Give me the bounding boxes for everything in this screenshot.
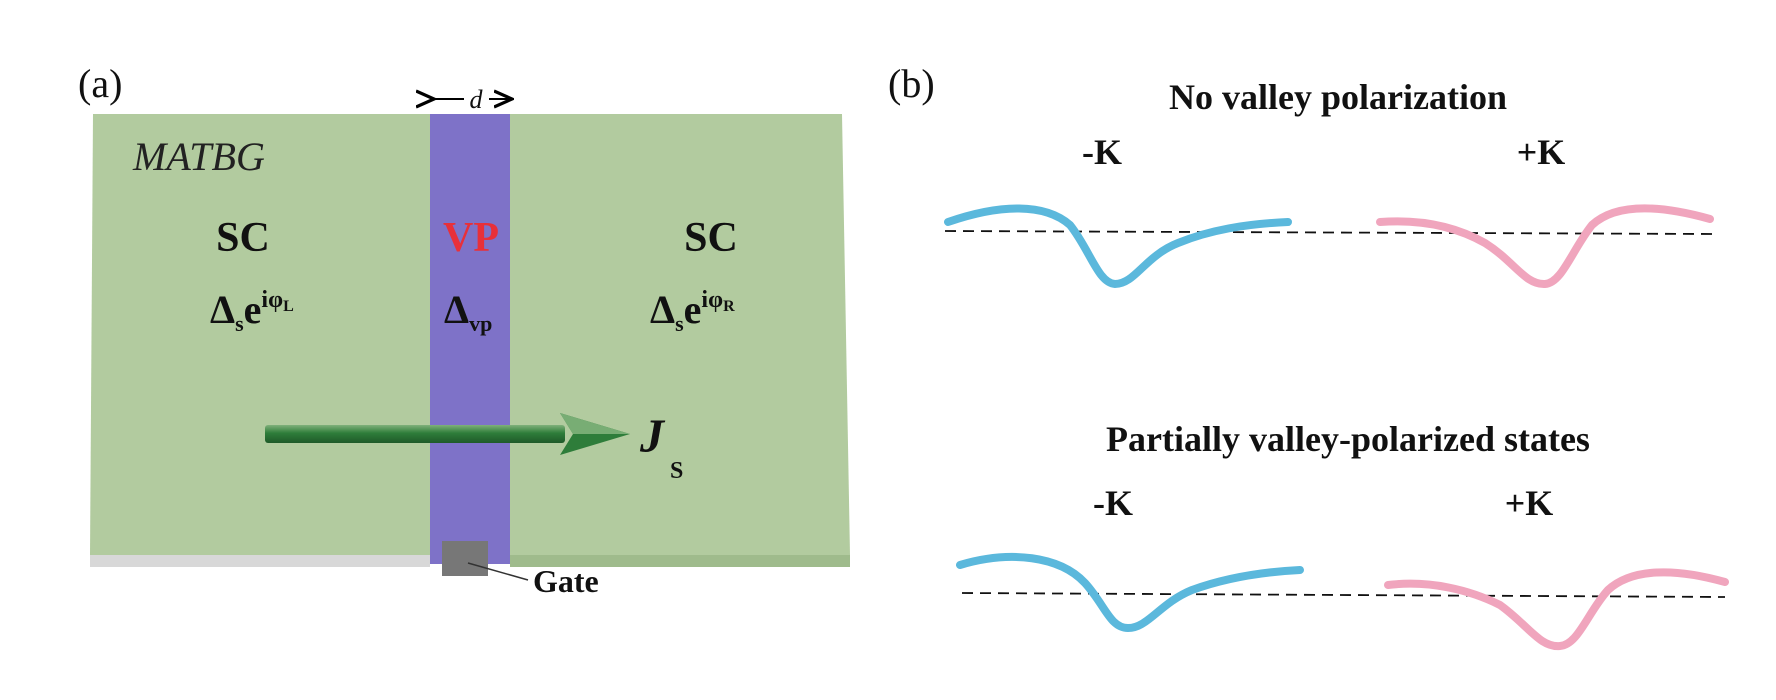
supercurrent-arrow	[265, 413, 630, 455]
bottom-reference-line	[961, 592, 1726, 598]
bottom-minus-k-band	[956, 553, 1304, 633]
panel-a-label: (a)	[78, 61, 122, 106]
right-sc-label: SC	[684, 215, 738, 261]
width-label: d	[470, 85, 484, 114]
vp-order-parameter: Δvp	[444, 287, 492, 336]
gate-leader	[467, 562, 529, 581]
current-symbol: J	[639, 410, 666, 463]
slab-edge-right	[510, 555, 850, 567]
bottom-plus-k-label: +K	[1505, 483, 1554, 523]
current-subscript: S	[670, 458, 683, 484]
top-plus-k-band	[1376, 204, 1714, 288]
left-order-parameter: ΔseiφL	[210, 287, 294, 336]
vp-barrier	[430, 114, 510, 564]
bottom-plus-k-band	[1384, 568, 1729, 651]
top-minus-k-label: -K	[1082, 132, 1122, 172]
slab-edge	[90, 555, 430, 567]
left-sc-label: SC	[216, 215, 270, 261]
right-order-parameter: ΔseiφR	[650, 287, 735, 336]
gate-label: Gate	[533, 563, 599, 599]
top-minus-k-band	[944, 204, 1292, 289]
panel-a: (a) d MATBG SC ΔseiφL VP Δvp SC ΔseiφR	[78, 61, 850, 599]
bottom-title: Partially valley-polarized states	[1106, 419, 1590, 459]
top-title: No valley polarization	[1169, 77, 1507, 117]
gate-block	[442, 541, 488, 576]
bottom-minus-k-label: -K	[1093, 483, 1133, 523]
width-indicator: d	[434, 85, 512, 114]
panel-b-label: (b)	[888, 61, 935, 106]
panel-b: (b) No valley polarization -K +K Partial…	[888, 61, 1729, 651]
top-plus-k-label: +K	[1517, 132, 1566, 172]
material-label: MATBG	[132, 134, 265, 179]
top-reference-line	[944, 230, 1713, 235]
vp-label: VP	[443, 215, 499, 261]
